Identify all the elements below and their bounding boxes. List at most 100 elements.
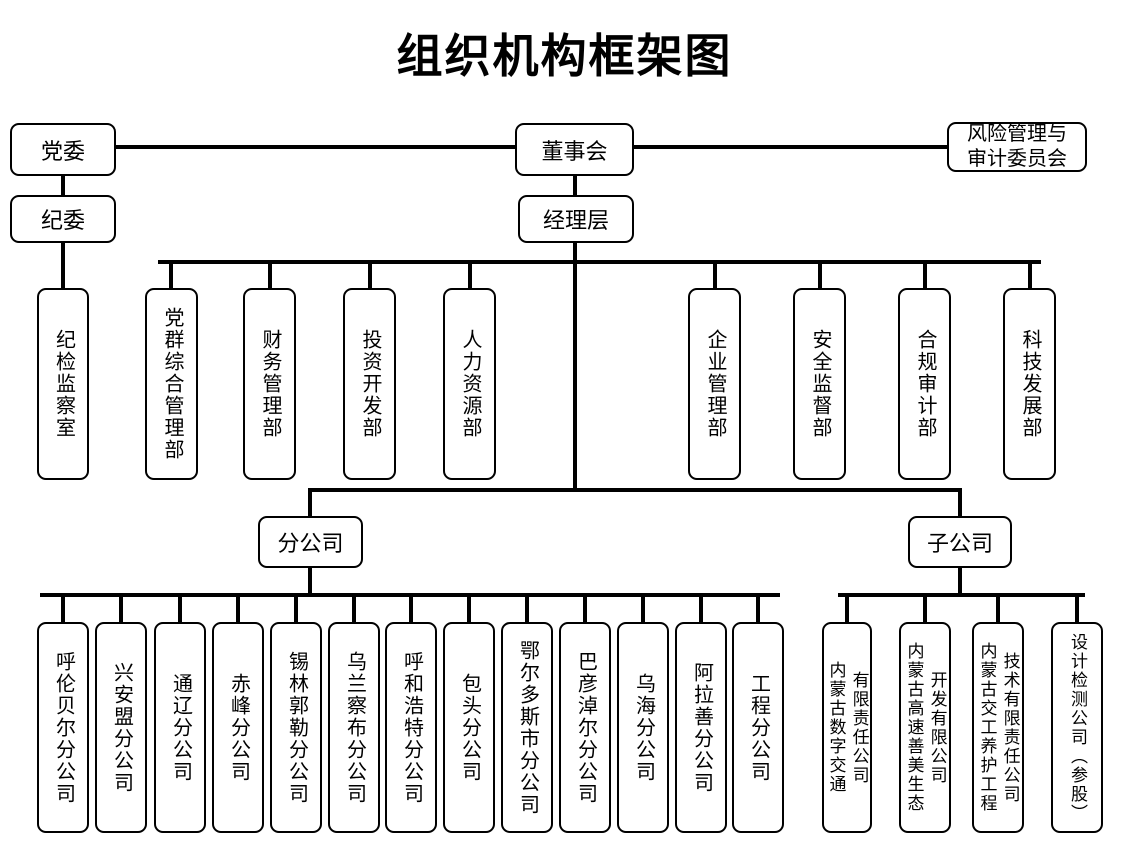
connector-stub-branch-6 — [352, 593, 356, 624]
connector-stub-branch-4 — [236, 593, 240, 624]
connector-discipline-office — [61, 242, 65, 290]
connector-stub-branch-10 — [583, 593, 587, 624]
node-department-enterprise: 企业管理部 — [688, 288, 741, 480]
node-party-committee: 党委 — [10, 123, 116, 176]
node-label: 阿拉善分公司 — [690, 661, 713, 794]
node-label: 合规审计部 — [914, 329, 936, 439]
connector-subsidiary-spine — [838, 593, 1085, 597]
connector-stub-branch-11 — [641, 593, 645, 624]
connector-stub-sub-3 — [996, 593, 1000, 624]
node-subsidiary-digital-traffic: 内蒙古数字交通 有限责任公司 — [822, 622, 872, 833]
node-department-dangqun: 党群综合管理部 — [145, 288, 198, 480]
node-branch-xilinguole: 锡林郭勒分公司 — [270, 622, 322, 833]
connector-party-board — [116, 145, 515, 149]
node-subsidiary-shanmei-ecology: 内蒙古高速善美生态 开发有限公司 — [899, 622, 951, 833]
node-label: 党委 — [40, 138, 85, 164]
node-department-investment: 投资开发部 — [343, 288, 396, 480]
node-label-col2: 有限责任公司 — [849, 670, 869, 785]
node-branch-hulunbeier: 呼伦贝尔分公司 — [37, 622, 89, 833]
node-branch-chifeng: 赤峰分公司 — [212, 622, 264, 833]
node-department-compliance-audit: 合规审计部 — [898, 288, 951, 480]
connector-stub-dept-2 — [268, 260, 272, 290]
connector-stub-dept-1 — [169, 260, 173, 290]
node-branch-xinganmeng: 兴安盟分公司 — [95, 622, 147, 833]
connector-department-spine — [158, 260, 1041, 264]
node-subsidiary-maintenance-tech: 内蒙古交工养护工程 技术有限责任公司 — [972, 622, 1024, 833]
connector-board-risk — [634, 145, 947, 149]
connector-stub-branch-9 — [525, 593, 529, 624]
connector-stub-dept-8 — [1028, 260, 1032, 290]
connector-stub-dept-4 — [468, 260, 472, 290]
node-label: 分公司 — [277, 531, 344, 556]
node-label: 纪委 — [40, 208, 85, 233]
node-discipline-inspection-office: 纪检监察室 — [37, 288, 89, 480]
connector-stub-sub-1 — [845, 593, 849, 624]
connector-management-spine — [573, 242, 577, 262]
node-branch-baotou: 包头分公司 — [443, 622, 495, 833]
connector-stub-branch-2 — [119, 593, 123, 624]
node-label-col1: 内蒙古交工养护工程 — [977, 642, 997, 813]
node-risk-audit-committee: 风险管理与 审计委员会 — [947, 122, 1087, 172]
node-label: 纪检监察室 — [52, 329, 75, 439]
connector-stub-branch-8 — [467, 593, 471, 624]
connector-branch-group-down — [308, 566, 312, 597]
node-label: 投资开发部 — [359, 329, 381, 439]
node-department-safety: 安全监督部 — [793, 288, 846, 480]
node-label: 巴彦淖尔分公司 — [574, 650, 597, 805]
connector-stub-branch-12 — [699, 593, 703, 624]
node-branch-huhehaote: 呼和浩特分公司 — [385, 622, 437, 833]
connector-party-discipline — [61, 175, 65, 196]
node-subsidiary-group: 子公司 — [908, 516, 1012, 568]
node-label-col1: 内蒙古高速善美生态 — [904, 642, 924, 813]
connector-company-split — [308, 488, 962, 492]
connector-stub-dept-6 — [818, 260, 822, 290]
node-branch-bayannaoer: 巴彦淖尔分公司 — [559, 622, 611, 833]
node-label: 包头分公司 — [458, 672, 481, 783]
node-branch-alashan: 阿拉善分公司 — [675, 622, 727, 833]
node-label-col2: 技术有限责任公司 — [1000, 651, 1020, 804]
node-label: 呼伦贝尔分公司 — [52, 650, 75, 805]
node-management-layer: 经理层 — [518, 195, 634, 243]
node-branch-wuhai: 乌海分公司 — [617, 622, 669, 833]
node-label: 财务管理部 — [259, 329, 281, 439]
connector-stub-dept-3 — [368, 260, 372, 290]
node-label: 董事会 — [541, 138, 608, 164]
node-label-col1: 内蒙古数字交通 — [826, 661, 846, 794]
node-branch-tongliao: 通辽分公司 — [154, 622, 206, 833]
connector-subsidiary-group-down — [958, 566, 962, 597]
node-label: 企业管理部 — [704, 329, 726, 439]
node-label: 赤峰分公司 — [227, 672, 250, 783]
connector-stub-sub-4 — [1075, 593, 1079, 624]
node-branch-gongcheng: 工程分公司 — [732, 622, 784, 833]
node-label-line1: 风险管理与 — [967, 123, 1067, 145]
node-subsidiary-design-inspection: 设计检测公司（参股） — [1051, 622, 1103, 833]
node-label-col2: 开发有限公司 — [927, 670, 947, 785]
node-label: 乌海分公司 — [632, 672, 655, 783]
node-label: 锡林郭勒分公司 — [285, 650, 308, 805]
node-label: 兴安盟分公司 — [110, 661, 133, 794]
node-branch-group: 分公司 — [258, 516, 363, 568]
node-label: 人力资源部 — [459, 329, 481, 439]
node-department-finance: 财务管理部 — [243, 288, 296, 480]
connector-central-trunk — [573, 260, 577, 492]
node-label-col1: 设计检测公司（参股） — [1068, 632, 1088, 823]
connector-stub-branch-7 — [409, 593, 413, 624]
node-label: 党群综合管理部 — [161, 307, 183, 461]
connector-stub-branch-13 — [756, 593, 760, 624]
connector-stub-subsidiary-group — [958, 488, 962, 518]
connector-stub-dept-5 — [713, 260, 717, 290]
node-label: 鄂尔多斯市分公司 — [516, 639, 539, 816]
connector-board-management — [573, 175, 577, 196]
node-label: 通辽分公司 — [169, 672, 192, 783]
connector-stub-branch-group — [308, 488, 312, 518]
node-label: 安全监督部 — [809, 329, 831, 439]
connector-stub-branch-3 — [178, 593, 182, 624]
connector-stub-branch-1 — [61, 593, 65, 624]
node-label: 工程分公司 — [747, 672, 770, 783]
node-label: 乌兰察布分公司 — [343, 650, 366, 805]
node-label: 科技发展部 — [1019, 329, 1041, 439]
node-board-of-directors: 董事会 — [515, 123, 634, 176]
page-title: 组织机构框架图 — [396, 30, 733, 82]
node-discipline-committee: 纪委 — [10, 195, 116, 243]
